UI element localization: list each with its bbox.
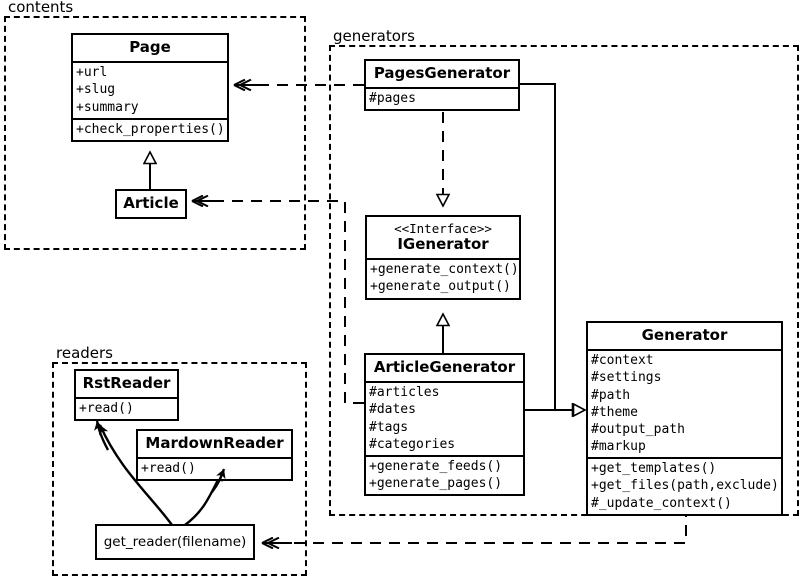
class-mardownreader-methods: +read(): [138, 457, 291, 479]
class-pagesgenerator[interactable]: PagesGenerator #pages: [364, 59, 520, 112]
class-article-name: Article: [123, 194, 179, 212]
package-readers-label: readers: [54, 344, 115, 362]
class-generator[interactable]: Generator #context #settings #path #them…: [586, 321, 783, 516]
attribute: #articles: [369, 385, 440, 401]
class-generator-name: Generator: [641, 326, 728, 344]
class-articlegenerator-methods: +generate_feeds() +generate_pages(): [366, 454, 523, 494]
class-article[interactable]: Article: [115, 189, 187, 220]
class-articlegenerator-attributes: #articles #dates #tags #categories: [366, 381, 523, 455]
class-igenerator[interactable]: <<Interface>> IGenerator +generate_conte…: [365, 215, 521, 300]
attribute: #categories: [369, 436, 456, 452]
class-page-methods: +check_properties(): [73, 117, 227, 140]
attribute: #pages: [369, 91, 416, 107]
method: +generate_feeds(): [369, 458, 503, 474]
method: +generate_pages(): [369, 476, 503, 492]
class-pagesgenerator-name: PagesGenerator: [373, 64, 511, 82]
attribute: #theme: [591, 404, 638, 420]
class-rstreader-methods: +read(): [76, 397, 177, 419]
function-get-reader-label: get_reader(filename): [103, 534, 247, 550]
class-igenerator-title: IGenerator: [397, 235, 489, 253]
class-generator-attributes: #context #settings #path #theme #output_…: [588, 349, 781, 457]
class-rstreader-name: RstReader: [82, 374, 171, 392]
method: +get_templates(): [591, 461, 717, 477]
method: +get_files(path,exclude): [591, 478, 779, 494]
class-page-attributes: +url +slug +summary: [73, 61, 227, 117]
class-articlegenerator[interactable]: ArticleGenerator #articles #dates #tags …: [364, 353, 525, 497]
method: +read(): [141, 461, 196, 477]
class-igenerator-stereotype: <<Interface>>: [394, 221, 492, 236]
method: +generate_context(): [370, 262, 519, 278]
method: +read(): [79, 401, 134, 417]
attribute: #settings: [591, 370, 662, 386]
method: #_update_context(): [591, 495, 732, 511]
attribute: #dates: [369, 402, 416, 418]
package-generators-label: generators: [331, 27, 417, 45]
attribute: +summary: [76, 99, 139, 115]
class-mardownreader-name: MardownReader: [145, 434, 284, 452]
class-generator-methods: +get_templates() +get_files(path,exclude…: [588, 457, 781, 513]
method: +generate_output(): [370, 279, 511, 295]
class-articlegenerator-name: ArticleGenerator: [373, 358, 516, 376]
attribute: +slug: [76, 82, 116, 98]
class-page[interactable]: Page +url +slug +summary +check_properti…: [71, 33, 229, 142]
attribute: #tags: [369, 419, 409, 435]
method: +check_properties(): [76, 121, 225, 137]
function-get-reader[interactable]: get_reader(filename): [95, 524, 255, 560]
class-pagesgenerator-attributes: #pages: [366, 87, 518, 109]
package-contents-label: contents: [6, 0, 76, 16]
attribute: #markup: [591, 439, 646, 455]
attribute: #path: [591, 387, 631, 403]
class-page-name: Page: [129, 38, 171, 56]
class-igenerator-name: <<Interface>> IGenerator: [367, 217, 519, 258]
attribute: #output_path: [591, 421, 685, 437]
package-contents: [4, 16, 306, 250]
attribute: #context: [591, 353, 654, 369]
class-rstreader[interactable]: RstReader +read(): [74, 369, 179, 422]
class-mardownreader[interactable]: MardownReader +read(): [136, 429, 293, 482]
class-igenerator-methods: +generate_context() +generate_output(): [367, 258, 519, 297]
attribute: +url: [76, 65, 108, 81]
package-readers: [52, 362, 307, 576]
